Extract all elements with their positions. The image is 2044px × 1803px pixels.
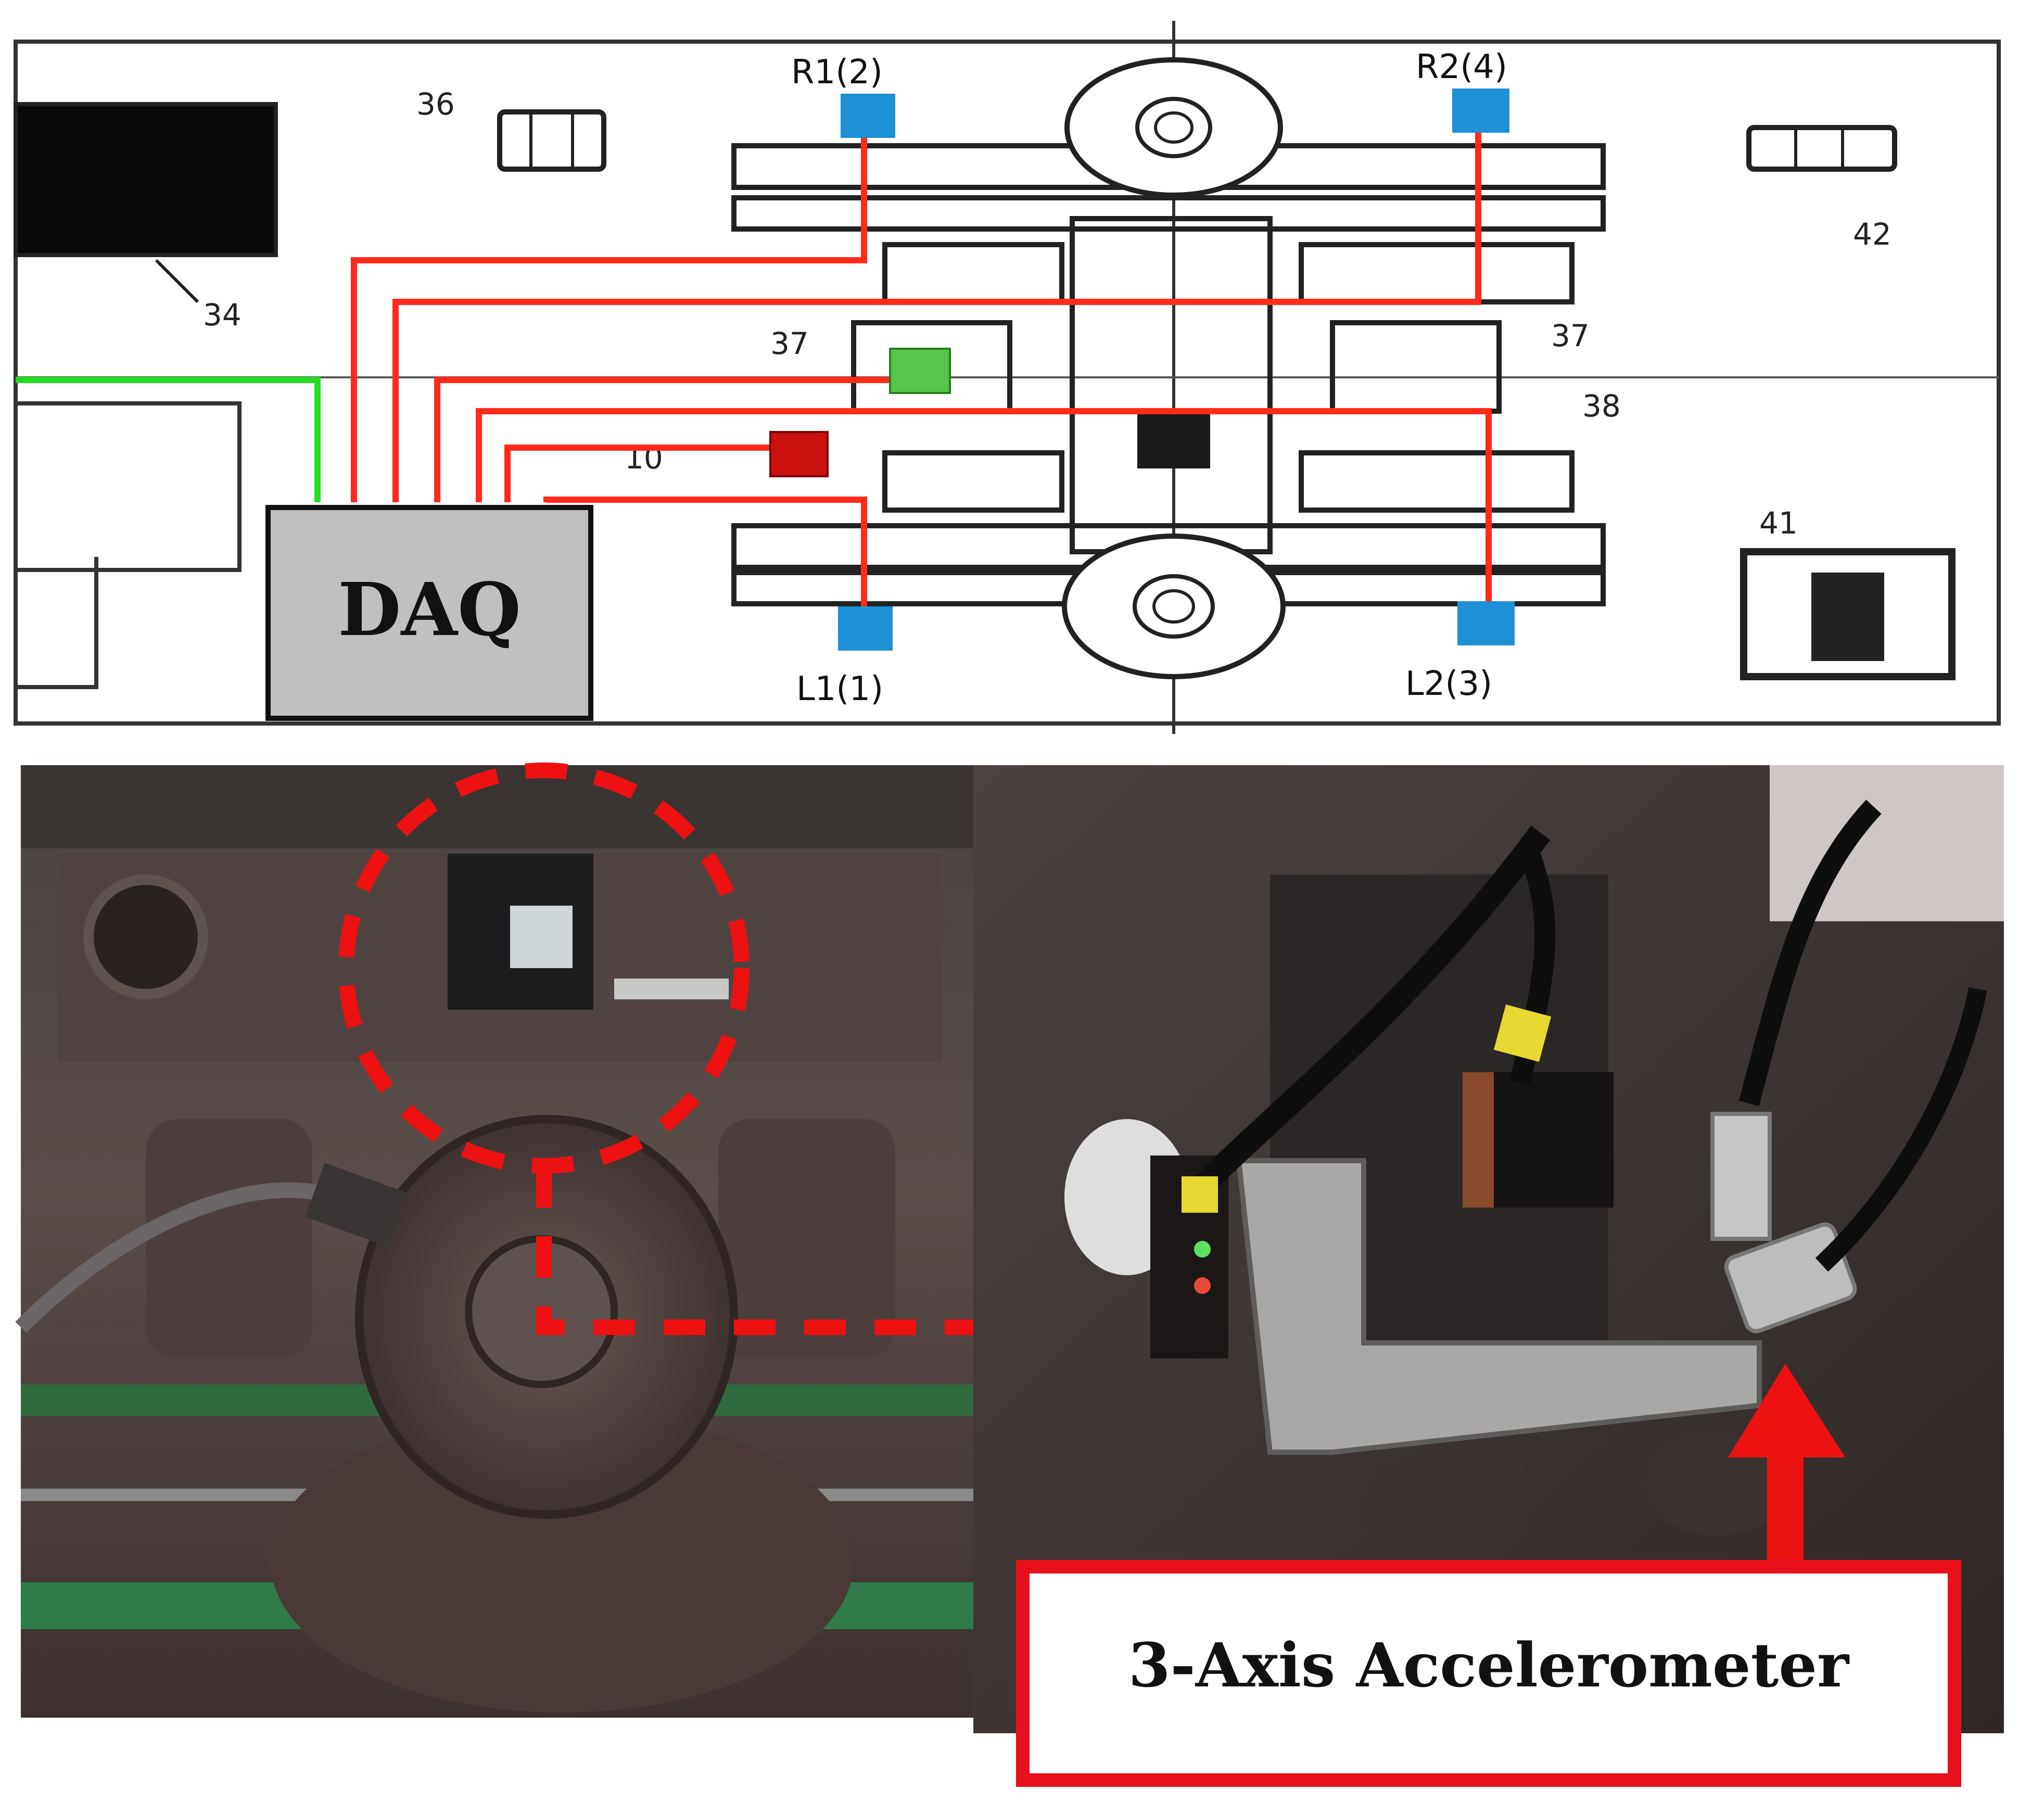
bogie-schematic: 34 36 42 41 bbox=[14, 21, 2001, 734]
left-structure bbox=[14, 401, 242, 572]
part-number-34: 34 bbox=[203, 297, 242, 333]
sensor-l1 bbox=[838, 606, 893, 651]
sensor-label-r2: R2(4) bbox=[1416, 48, 1507, 86]
sensor-green bbox=[889, 348, 951, 394]
highlight-arrow bbox=[536, 1166, 1067, 1335]
part-number-41: 41 bbox=[1759, 505, 1798, 541]
part-number-37-right: 37 bbox=[1551, 318, 1590, 353]
part-number-37-left: 37 bbox=[770, 326, 809, 361]
part-36 bbox=[497, 109, 606, 172]
sensor-red bbox=[769, 431, 829, 477]
sensor-wires bbox=[351, 117, 1492, 625]
sensor-label-l1: L1(1) bbox=[796, 670, 883, 708]
callout-label: 3-Axis Accelerometer bbox=[1128, 1630, 1850, 1701]
part-number-42: 42 bbox=[1853, 217, 1891, 252]
axle-box-top bbox=[1064, 57, 1283, 198]
sensor-r2 bbox=[1452, 88, 1509, 133]
axle-box-bottom bbox=[1062, 534, 1286, 679]
photo-left-axle bbox=[15, 763, 1097, 1718]
sensor-label-r1: R1(2) bbox=[791, 53, 883, 92]
sensor-r1 bbox=[841, 94, 895, 138]
part-41 bbox=[1740, 548, 1956, 680]
callout-arrow bbox=[1728, 1364, 1845, 1561]
accelerometer-callout: 3-Axis Accelerometer bbox=[1016, 1560, 1961, 1787]
sensor-l2 bbox=[1457, 601, 1515, 645]
daq-label: DAQ bbox=[338, 567, 521, 653]
green-wire bbox=[16, 377, 321, 502]
part-number-36: 36 bbox=[416, 86, 455, 122]
daq-box bbox=[265, 505, 593, 721]
part-box-34 bbox=[14, 102, 278, 257]
sensor-label-l2: L2(3) bbox=[1405, 665, 1492, 703]
part-42 bbox=[1746, 125, 1897, 172]
part-number-38: 38 bbox=[1582, 388, 1621, 424]
